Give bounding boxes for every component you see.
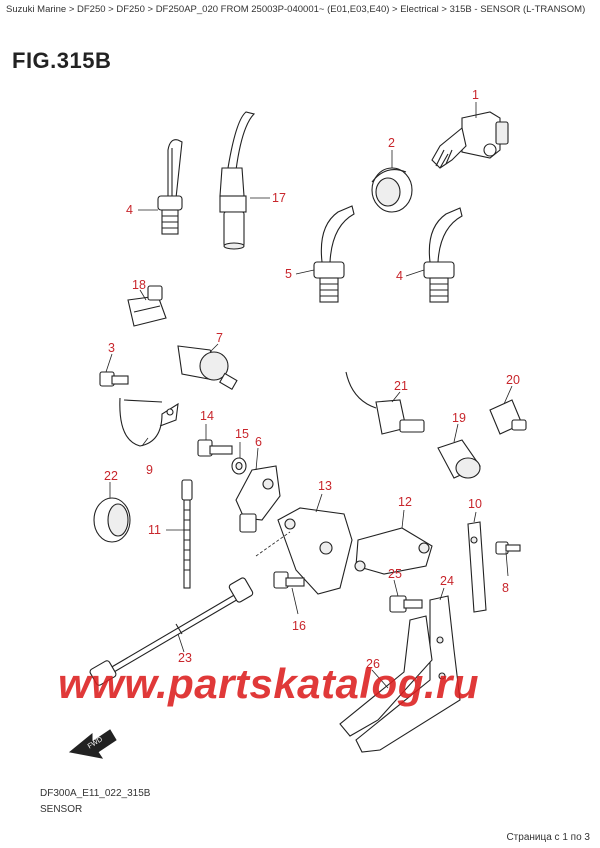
breadcrumb[interactable]: Suzuki Marine > DF250 > DF250 > DF250AP_…	[6, 4, 586, 15]
figure-caption: SENSOR	[40, 804, 83, 815]
callout-9: 9	[146, 463, 153, 477]
callout-3: 3	[108, 341, 115, 355]
drawing-code: DF300A_E11_022_315B	[40, 788, 151, 799]
callout-15: 15	[235, 427, 249, 441]
callout-2: 2	[388, 136, 395, 150]
callout-20: 20	[506, 373, 520, 387]
part-14-bolt	[197, 439, 233, 457]
callout-16: 16	[292, 619, 306, 633]
callout-1: 1	[472, 88, 479, 102]
part-4-sensor-left	[157, 139, 183, 235]
part-23-harness	[89, 577, 254, 686]
part-25-bolt	[389, 595, 423, 613]
part-21-sensor	[345, 371, 425, 435]
callout-18: 18	[132, 278, 146, 292]
callout-17: 17	[272, 191, 286, 205]
callout-8: 8	[502, 581, 509, 595]
part-13-plate	[277, 507, 353, 595]
callout-23: 23	[178, 651, 192, 665]
part-5-sensor	[313, 205, 355, 303]
part-10-strap	[467, 521, 487, 613]
part-19-fitting	[437, 439, 481, 479]
part-4-sensor-right	[423, 207, 463, 303]
watermark: www.partskatalog.ru	[58, 660, 480, 707]
callout-24: 24	[440, 574, 454, 588]
callout-26: 26	[366, 657, 380, 671]
callout-25: 25	[388, 567, 402, 581]
callout-21: 21	[394, 379, 408, 393]
part-18-clip	[127, 285, 167, 327]
callout-13: 13	[318, 479, 332, 493]
part-2-grommet	[371, 167, 413, 213]
fwd-arrow-icon: FWD	[68, 729, 117, 759]
part-7-sensor	[177, 345, 238, 390]
callout-4-left: 4	[126, 203, 133, 217]
callout-22: 22	[104, 469, 118, 483]
part-16-bolt	[273, 571, 305, 589]
part-6-bracket	[235, 465, 281, 533]
page-indicator: Страница с 1 по 3	[506, 832, 590, 843]
callout-10: 10	[468, 497, 482, 511]
callout-6: 6	[255, 435, 262, 449]
part-8-screw	[495, 541, 521, 555]
part-1-sensor	[431, 111, 509, 169]
callout-14: 14	[200, 409, 214, 423]
part-17-sensor	[219, 111, 256, 250]
part-20-plug	[489, 399, 527, 435]
part-24-26-brackets	[339, 595, 461, 753]
figure-title: FIG.315B	[12, 48, 112, 73]
part-22-grommet	[93, 497, 131, 543]
callout-5: 5	[285, 267, 292, 281]
callout-19: 19	[452, 411, 466, 425]
part-3-bolt	[99, 371, 129, 387]
callout-11: 11	[148, 523, 161, 537]
callout-7: 7	[216, 331, 223, 345]
part-11-cable-tie	[181, 479, 193, 589]
callout-12: 12	[398, 495, 412, 509]
callout-numbers: 1 2 4 17 5 4 18 7 3 9 14 15 6 21 20 19 2…	[104, 88, 520, 671]
callout-4-right: 4	[396, 269, 403, 283]
part-15-washer	[231, 457, 247, 475]
leader-lines	[105, 102, 513, 689]
part-9-clamp	[119, 397, 179, 447]
